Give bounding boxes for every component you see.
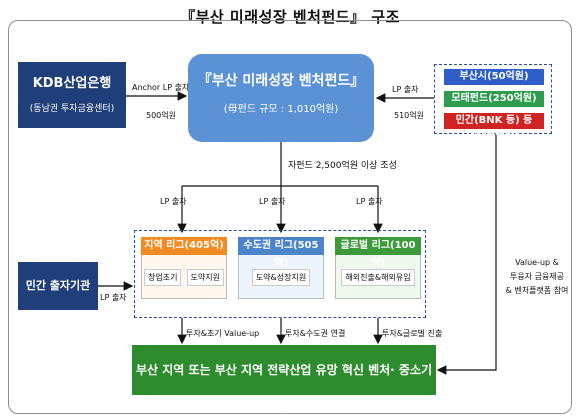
chip-overseas: 해외진출&해외유입 <box>341 269 415 286</box>
fund-box: 『부산 미래성장 벤처펀드』 (母펀드 규모 : 1,010억원) <box>188 54 374 142</box>
fund-size: (母펀드 규모 : 1,010억원) <box>223 104 339 115</box>
side-note-line-1: Value-up & <box>515 258 559 267</box>
arrow-investors-to-target <box>436 134 497 375</box>
kdb-name: KDB산업은행 <box>32 76 112 91</box>
chip-leap-support: 도약지원 <box>186 269 224 286</box>
side-note-line-3: & 벤처플랫폼 참여 <box>505 286 569 295</box>
lp-label-1: LP 출자 <box>160 197 187 206</box>
anchor-label: Anchor LP 출자 <box>132 83 190 92</box>
side-note-line-2: 투융자 금융제공 <box>509 272 565 281</box>
league-global-title: 글로벌 리그(100억) <box>335 237 421 269</box>
side-note: Value-up & 투융자 금융제공 & 벤처플랫폼 참여 <box>504 256 570 298</box>
private-lp-label: LP 출자 <box>100 293 127 302</box>
fund-name: 『부산 미래성장 벤처펀드』 <box>197 73 365 89</box>
lp-label-2: LP 출자 <box>259 197 286 206</box>
right-lp-amount: 510억원 <box>394 111 424 120</box>
private-investor-box: 민간 출자기관 <box>18 262 98 310</box>
investor-private: 민간(BNK 등) 등(210억원) <box>444 113 544 142</box>
league-regional-title: 지역 리그(405억) <box>141 237 227 255</box>
kdb-sub: (동남권 투자금융센터) <box>29 104 115 114</box>
league-regional: 지역 리그(405억) 창업초기 도약지원 <box>141 237 227 299</box>
investor-mother-fund: 모태펀드(250억원) <box>444 91 544 107</box>
invest-label-3: 투자&글로벌 진출 <box>382 329 443 338</box>
subfund-note: 자펀드 2,500억원 이상 조성 <box>288 161 397 171</box>
league-capital-title: 수도권 리그(505억) <box>238 237 324 269</box>
diagram-frame <box>8 20 572 414</box>
anchor-amount: 500억원 <box>146 111 176 120</box>
kdb-box: KDB산업은행 (동남권 투자금융센터) <box>18 62 126 128</box>
right-lp-label: LP 출자 <box>392 85 419 94</box>
target-companies-box: 부산 지역 또는 부산 지역 전략산업 유망 혁신 벤처· 중소기업 <box>132 345 436 420</box>
chip-growth-support: 도약&성장지원 <box>251 269 311 286</box>
league-capital: 수도권 리그(505억) 도약&성장지원 <box>238 237 324 299</box>
diagram-title: 『부산 미래성장 벤처펀드』 구조 <box>180 8 400 26</box>
leagues-group: 지역 리그(405억) 창업초기 도약지원 수도권 리그(505억) 도약&성장… <box>134 230 426 318</box>
investors-group: 부산시(50억원) 모태펀드(250억원) 민간(BNK 등) 등(210억원) <box>434 64 552 142</box>
invest-label-1: 투자&초기 Value-up <box>186 329 260 338</box>
lp-label-3: LP 출자 <box>356 197 383 206</box>
chip-early-stage: 창업초기 <box>144 269 182 286</box>
league-global: 글로벌 리그(100억) 해외진출&해외유입 <box>335 237 421 299</box>
investor-busan: 부산시(50억원) <box>444 69 544 85</box>
invest-label-2: 투자&수도권 연결 <box>285 329 346 338</box>
